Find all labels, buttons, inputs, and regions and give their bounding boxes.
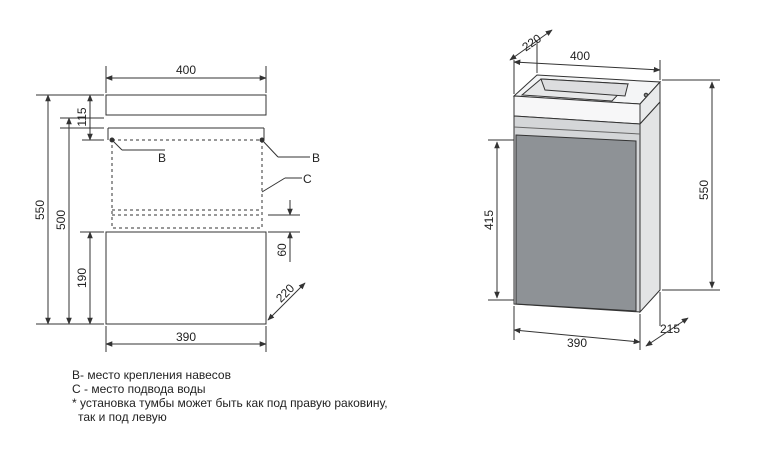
iso-dimensions	[488, 29, 720, 350]
dim-front-height-cabinet: 500	[54, 210, 68, 230]
dim-bottom-section: 190	[75, 268, 89, 288]
dim-iso-width-top: 400	[570, 49, 590, 63]
dim-front-height-total: 550	[33, 200, 47, 220]
cabinet-bottom	[105, 231, 267, 325]
legend-line-c: С - место подвода воды	[72, 382, 206, 396]
dim-iso-height-total: 550	[697, 180, 711, 200]
dim-sink-thickness: 115	[75, 107, 89, 126]
dim-iso-door-height: 415	[482, 210, 496, 230]
front-view	[36, 66, 310, 352]
label-b-left: B	[158, 151, 166, 165]
legend: В- место крепления навесов С - место под…	[72, 368, 388, 424]
dim-front-width-top: 400	[176, 63, 196, 77]
legend-line-b: В- место крепления навесов	[72, 368, 231, 382]
label-b-right: B	[312, 151, 320, 165]
dim-front-width-bottom: 390	[176, 330, 196, 344]
dim-front-depth: 220	[273, 281, 297, 305]
dim-iso-depth-bottom: 215	[660, 322, 680, 336]
sink-top	[105, 94, 267, 116]
label-c: C	[303, 172, 312, 186]
dim-iso-width-bottom: 390	[567, 336, 587, 350]
iso-labels: 220 400 550 415 390 215	[482, 31, 711, 350]
iso-view	[512, 74, 662, 314]
iso-door	[515, 134, 637, 312]
dim-offset-60: 60	[275, 243, 289, 257]
cabinet-dashed-outline	[111, 139, 263, 229]
legend-line-note: * установка тумбы может быть как под пра…	[72, 396, 388, 410]
legend-line-note-cont: так и под левую	[78, 410, 167, 424]
iso-cabinet-side	[639, 100, 661, 314]
